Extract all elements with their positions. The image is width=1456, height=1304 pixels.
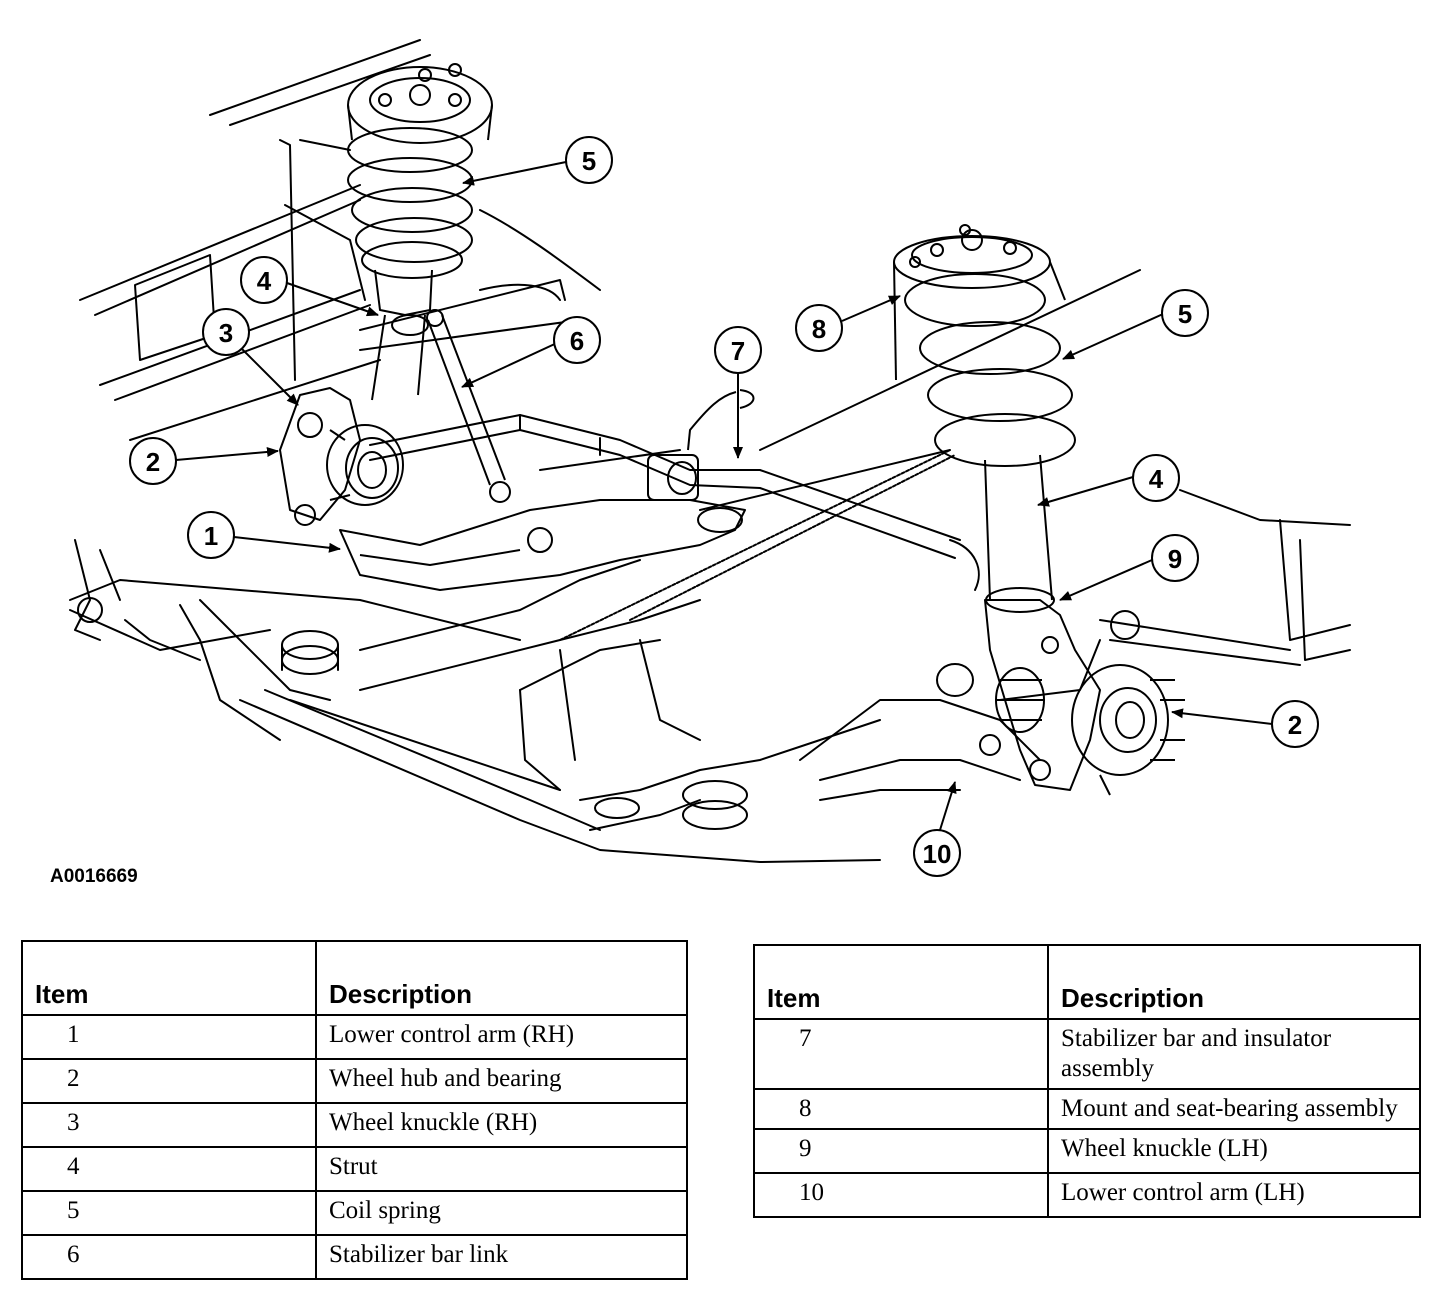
column-header-item: Item xyxy=(753,944,1049,1020)
callout-label: 2 xyxy=(146,447,160,477)
left-strut-assembly xyxy=(279,63,746,591)
leader-10 xyxy=(939,781,957,831)
legend-header-row: Item Description xyxy=(753,944,1421,1020)
item-number: 7 xyxy=(753,1018,1049,1090)
leader-7-brace xyxy=(687,389,755,451)
callout-labels: 5 4 3 6 7 2 1 8 5 4 9 2 10 xyxy=(146,146,1302,869)
column-header-description: Description xyxy=(315,940,688,1016)
callout-label: 6 xyxy=(570,326,584,356)
callout-label: 5 xyxy=(1178,299,1192,329)
table-row: 7 Stabilizer bar and insulator assembly xyxy=(753,1018,1421,1090)
callout-label: 2 xyxy=(1288,710,1302,740)
leader-9 xyxy=(1059,559,1153,601)
leader-3 xyxy=(237,344,299,406)
column-header-description: Description xyxy=(1047,944,1421,1020)
item-number: 2 xyxy=(21,1058,317,1104)
leader-6 xyxy=(461,341,560,388)
callouts xyxy=(129,136,1319,877)
callout-label: 4 xyxy=(257,266,272,296)
item-description: Stabilizer bar link xyxy=(315,1234,688,1280)
leader-5-right xyxy=(1062,313,1164,360)
item-description: Wheel knuckle (LH) xyxy=(1047,1128,1421,1174)
leader-2-right xyxy=(1171,708,1273,725)
item-number: 8 xyxy=(753,1088,1049,1130)
right-strut-assembly xyxy=(893,224,1185,796)
leader-4-left xyxy=(286,282,379,317)
callout-label: 1 xyxy=(204,521,218,551)
leader-1 xyxy=(233,536,341,553)
legend-header-row: Item Description xyxy=(21,940,688,1016)
item-number: 1 xyxy=(21,1014,317,1060)
item-number: 4 xyxy=(21,1146,317,1192)
leader-2-left xyxy=(175,446,279,461)
item-description: Strut xyxy=(315,1146,688,1192)
legend-table-right: Item Description 7 Stabilizer bar and in… xyxy=(753,944,1421,1218)
table-row: 2 Wheel hub and bearing xyxy=(21,1058,688,1104)
item-number: 6 xyxy=(21,1234,317,1280)
table-row: 9 Wheel knuckle (LH) xyxy=(753,1128,1421,1174)
item-number: 10 xyxy=(753,1172,1049,1218)
table-row: 5 Coil spring xyxy=(21,1190,688,1236)
callout-label: 5 xyxy=(582,146,596,176)
item-number: 5 xyxy=(21,1190,317,1236)
leader-5-left xyxy=(462,161,567,186)
callout-label: 3 xyxy=(219,318,233,348)
table-row: 4 Strut xyxy=(21,1146,688,1192)
item-number: 3 xyxy=(21,1102,317,1148)
item-number: 9 xyxy=(753,1128,1049,1174)
callout-label: 10 xyxy=(923,839,952,869)
item-description: Lower control arm (RH) xyxy=(315,1014,688,1060)
item-description: Mount and seat-bearing assembly xyxy=(1047,1088,1421,1130)
leader-8 xyxy=(841,295,901,322)
leader-lines xyxy=(175,161,1273,831)
table-row: 6 Stabilizer bar link xyxy=(21,1234,688,1280)
column-header-item: Item xyxy=(21,940,317,1016)
frame-linework xyxy=(69,39,1351,863)
item-description: Wheel knuckle (RH) xyxy=(315,1102,688,1148)
table-row: 10 Lower control arm (LH) xyxy=(753,1172,1421,1218)
item-description: Stabilizer bar and insulator assembly xyxy=(1047,1018,1421,1090)
item-description: Wheel hub and bearing xyxy=(315,1058,688,1104)
table-row: 1 Lower control arm (RH) xyxy=(21,1014,688,1060)
figure-id: A0016669 xyxy=(50,866,138,887)
table-row: 8 Mount and seat-bearing assembly xyxy=(753,1088,1421,1130)
callout-label: 8 xyxy=(812,314,826,344)
item-description: Lower control arm (LH) xyxy=(1047,1172,1421,1218)
suspension-diagram: 5 4 3 6 7 2 1 8 5 4 9 2 10 A0016669 xyxy=(50,39,1351,887)
callout-label: 4 xyxy=(1149,464,1164,494)
leader-4-right xyxy=(1037,476,1134,507)
table-row: 3 Wheel knuckle (RH) xyxy=(21,1102,688,1148)
callout-label: 7 xyxy=(731,336,745,366)
legend-table-left: Item Description 1 Lower control arm (RH… xyxy=(21,940,688,1280)
item-description: Coil spring xyxy=(315,1190,688,1236)
callout-label: 9 xyxy=(1168,544,1182,574)
